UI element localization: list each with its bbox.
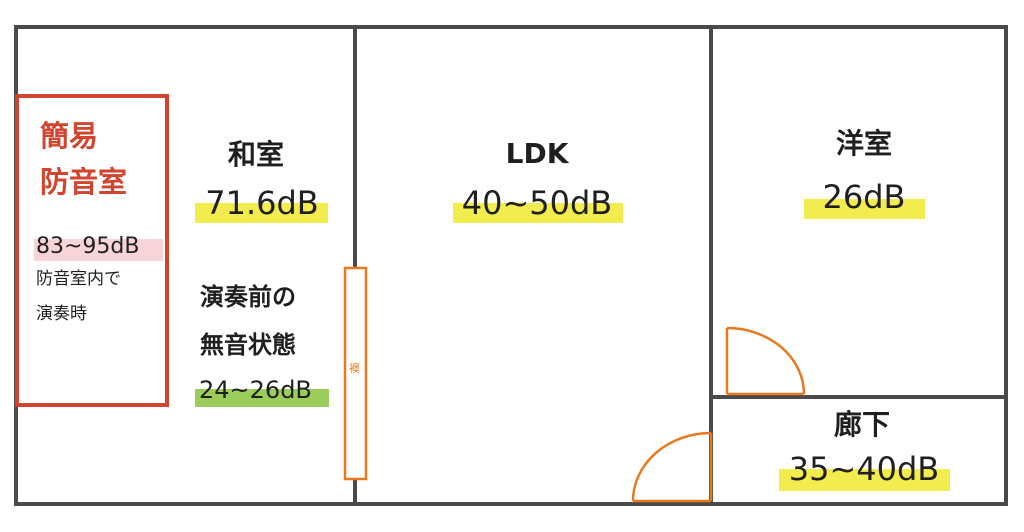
booth-note-line1: 防音室内で — [36, 269, 121, 289]
washitsu-note-line1: 演奏前の — [200, 283, 296, 311]
soundproof-booth — [15, 94, 169, 407]
youshitsu-level-highlight — [804, 199, 925, 219]
washitsu-level-highlight — [195, 203, 328, 223]
booth-level: 83~95dB — [36, 234, 140, 259]
washitsu-note-line2: 無音状態 — [200, 331, 296, 359]
booth-note-line2: 演奏時 — [36, 304, 87, 324]
ldk-level-highlight — [453, 203, 623, 223]
ldk-name: LDK — [505, 137, 569, 170]
door-ldk — [631, 431, 713, 503]
washitsu-name: 和室 — [227, 138, 285, 171]
youshitsu-name: 洋室 — [835, 127, 893, 160]
sliding-door-label: 襖 — [349, 362, 360, 375]
booth-title-line1: 簡易 — [40, 119, 99, 153]
rouka-level-highlight — [779, 469, 950, 491]
booth-level-highlight — [34, 239, 163, 261]
sliding-door — [343, 266, 368, 481]
youshitsu-level: 26dB — [822, 178, 906, 216]
rouka-name: 廊下 — [833, 408, 891, 441]
door-youshitsu — [725, 326, 806, 396]
washitsu-quiet-level: 24~26dB — [199, 376, 312, 404]
booth-title-line2: 防音室 — [40, 165, 128, 199]
washitsu-quiet-highlight — [195, 389, 329, 407]
rouka-level: 35~40dB — [788, 450, 940, 488]
ldk-level: 40~50dB — [461, 184, 613, 222]
washitsu-level: 71.6dB — [205, 184, 319, 222]
